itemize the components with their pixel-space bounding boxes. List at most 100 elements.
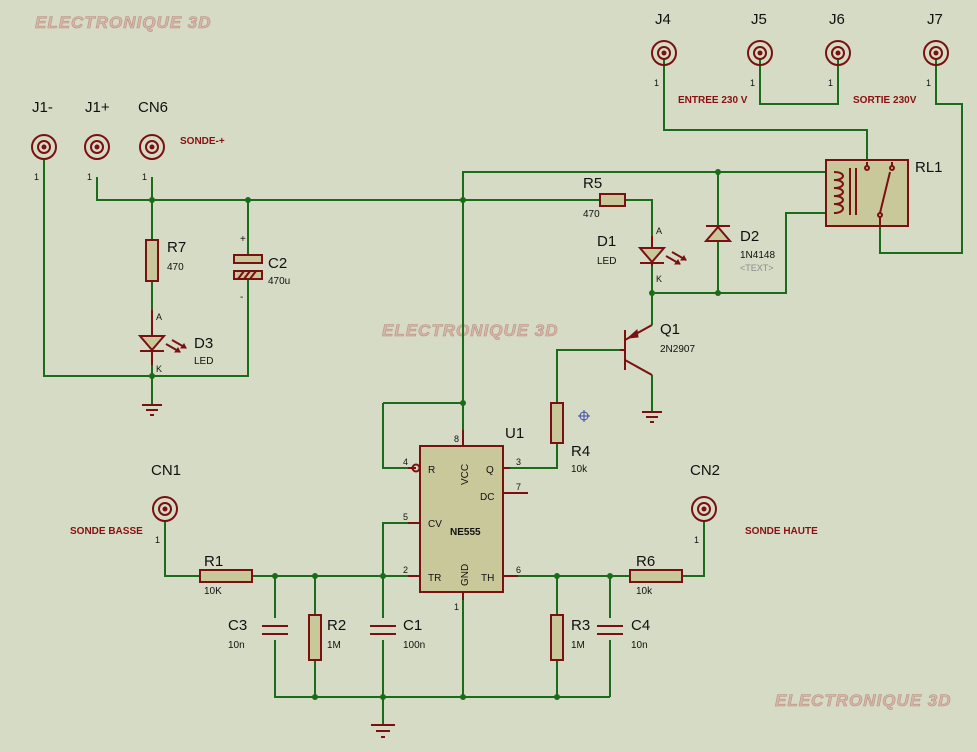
svg-text:1M: 1M xyxy=(571,640,585,651)
svg-text:R6: R6 xyxy=(636,553,655,570)
svg-text:1: 1 xyxy=(654,78,659,88)
resistor-r1: R1 10K xyxy=(199,553,253,597)
svg-text:10n: 10n xyxy=(631,640,648,651)
jack-j5: J5 1 xyxy=(747,11,773,88)
jack-cn1: CN1 1 xyxy=(151,462,181,545)
svg-text:10k: 10k xyxy=(636,586,653,597)
svg-text:K: K xyxy=(156,364,162,374)
note-entree: ENTREE 230 V xyxy=(678,95,748,106)
svg-text:8: 8 xyxy=(454,434,459,444)
watermark-top-left: ELECTRONIQUE 3D xyxy=(35,13,212,32)
svg-text:Q1: Q1 xyxy=(660,321,680,338)
svg-text:A: A xyxy=(656,226,662,236)
transistor-q1: Q1 2N2907 xyxy=(620,321,695,376)
svg-text:LED: LED xyxy=(194,356,213,367)
capacitor-c2: + - C2 470u xyxy=(233,234,290,303)
svg-text:1: 1 xyxy=(694,535,699,545)
wires xyxy=(43,60,963,725)
svg-text:GND: GND xyxy=(460,564,471,586)
relay-rl1: RL1 xyxy=(825,159,943,227)
svg-text:D3: D3 xyxy=(194,335,213,352)
j6-label: J6 xyxy=(829,11,845,28)
svg-text:D1: D1 xyxy=(597,233,616,250)
resistor-r5: R5 470 xyxy=(583,175,626,220)
j5-label: J5 xyxy=(751,11,767,28)
j7-label: J7 xyxy=(927,11,943,28)
svg-text:7: 7 xyxy=(516,482,521,492)
svg-text:D2: D2 xyxy=(740,228,759,245)
svg-text:+: + xyxy=(240,234,246,245)
svg-text:LED: LED xyxy=(597,256,616,267)
svg-text:470u: 470u xyxy=(268,276,290,287)
svg-text:3: 3 xyxy=(516,457,521,467)
svg-text:470: 470 xyxy=(583,209,600,220)
cn1-label: CN1 xyxy=(151,462,181,479)
ground-symbol-d3 xyxy=(142,404,162,416)
capacitor-c1: C1 100n xyxy=(370,617,425,651)
svg-text:DC: DC xyxy=(480,492,494,503)
svg-text:A: A xyxy=(156,312,162,322)
svg-text:VCC: VCC xyxy=(460,464,471,485)
svg-text:2: 2 xyxy=(403,565,408,575)
svg-text:1: 1 xyxy=(142,172,147,182)
svg-text:<TEXT>: <TEXT> xyxy=(740,263,774,273)
svg-text:R3: R3 xyxy=(571,617,590,634)
ic-u1-ne555: R VCC Q DC CV TR GND TH NE555 4 8 3 7 5 … xyxy=(403,425,528,612)
led-d1: A K D1 LED xyxy=(597,226,687,284)
svg-text:2N2907: 2N2907 xyxy=(660,344,695,355)
svg-text:5: 5 xyxy=(403,512,408,522)
ground-symbol-bottom xyxy=(371,724,395,738)
resistor-r7: R7 470 xyxy=(145,239,186,282)
led-d3: A K D3 LED xyxy=(137,310,213,374)
svg-text:1: 1 xyxy=(34,172,39,182)
svg-text:C1: C1 xyxy=(403,617,422,634)
cn2-label: CN2 xyxy=(690,462,720,479)
svg-text:10k: 10k xyxy=(571,464,588,475)
junctions xyxy=(149,169,721,700)
svg-text:C4: C4 xyxy=(631,617,650,634)
jack-j7: J7 1 xyxy=(923,11,949,88)
j1-plus-label: J1+ xyxy=(85,99,110,116)
resistor-r2: R2 1M xyxy=(308,614,346,661)
capacitor-c3: C3 10n xyxy=(228,617,288,651)
svg-text:4: 4 xyxy=(403,457,408,467)
svg-text:U1: U1 xyxy=(505,425,524,442)
svg-text:10K: 10K xyxy=(204,586,222,597)
j1-minus-label: J1- xyxy=(32,99,53,116)
svg-text:R5: R5 xyxy=(583,175,602,192)
jack-cn6: CN6 1 xyxy=(138,99,168,182)
svg-text:R2: R2 xyxy=(327,617,346,634)
note-sortie: SORTIE 230V xyxy=(853,95,917,106)
resistor-r4: R4 10k xyxy=(550,402,590,475)
svg-text:1N4148: 1N4148 xyxy=(740,250,775,261)
svg-text:6: 6 xyxy=(516,565,521,575)
ground-symbol-q1 xyxy=(642,411,662,423)
svg-text:K: K xyxy=(656,274,662,284)
svg-text:TR: TR xyxy=(428,573,441,584)
svg-text:1: 1 xyxy=(454,602,459,612)
svg-text:1: 1 xyxy=(828,78,833,88)
svg-text:1: 1 xyxy=(155,535,160,545)
jack-j1-minus: J1- 1 xyxy=(31,99,57,182)
svg-text:TH: TH xyxy=(481,573,494,584)
origin-marker xyxy=(578,410,590,422)
cn6-label: CN6 xyxy=(138,99,168,116)
svg-text:R: R xyxy=(428,465,435,476)
svg-text:Q: Q xyxy=(486,465,494,476)
svg-text:1: 1 xyxy=(750,78,755,88)
watermark-center: ELECTRONIQUE 3D xyxy=(382,321,559,340)
note-sonde-basse: SONDE BASSE xyxy=(70,526,143,537)
svg-text:-: - xyxy=(240,292,243,303)
svg-text:C3: C3 xyxy=(228,617,247,634)
svg-text:R4: R4 xyxy=(571,443,590,460)
svg-text:470: 470 xyxy=(167,262,184,273)
svg-text:1: 1 xyxy=(926,78,931,88)
svg-text:NE555: NE555 xyxy=(450,527,481,538)
svg-text:R7: R7 xyxy=(167,239,186,256)
svg-text:100n: 100n xyxy=(403,640,425,651)
diode-d2: D2 1N4148 <TEXT> xyxy=(703,225,775,273)
svg-text:C2: C2 xyxy=(268,255,287,272)
capacitor-c4: C4 10n xyxy=(597,617,650,651)
jack-j4: J4 1 xyxy=(651,11,677,88)
